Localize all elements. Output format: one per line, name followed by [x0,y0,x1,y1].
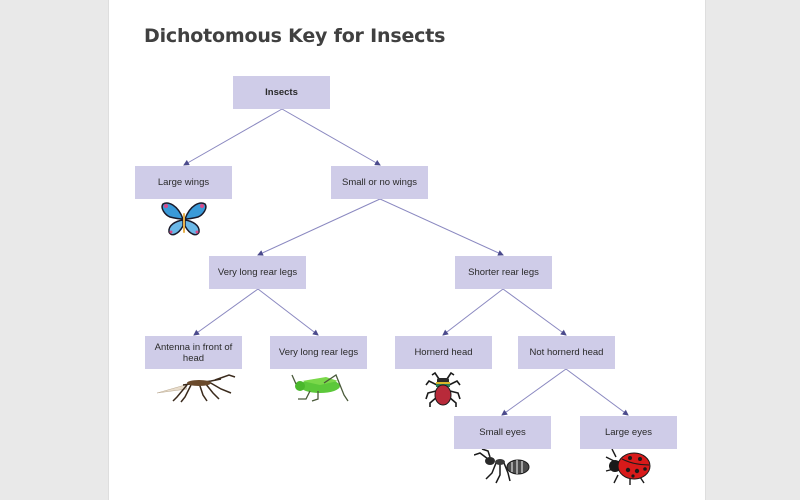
butterfly-icon [161,202,207,236]
node-label: Small eyes [479,427,526,438]
node-label: Small or no wings [342,177,417,188]
node-antenna-in-front-of-head: Antenna in front of head [145,336,242,369]
node-shorter-rear-legs: Shorter rear legs [455,256,552,289]
ladybug-icon [605,449,651,485]
node-hornerd-head: Hornerd head [395,336,492,369]
node-label: Hornerd head [414,347,473,358]
node-small-eyes: Small eyes [454,416,551,449]
node-insects: Insects [233,76,330,109]
diagram-title: Dichotomous Key for Insects [144,25,446,47]
stag-beetle-icon [425,371,461,407]
node-very-long-rear-legs: Very long rear legs [209,256,306,289]
grasshopper-icon [291,374,349,402]
node-label: Very long rear legs [217,267,298,278]
node-label: Large eyes [604,427,652,438]
node-label: Insects [265,87,298,98]
node-label: Very long rear legs [278,347,359,358]
node-label: Large wings [157,177,210,188]
node-label: Antenna in front of head [154,341,233,364]
ant-icon [474,449,530,484]
mosquito-icon [156,374,236,403]
node-large-eyes: Large eyes [580,416,677,449]
node-label: Not hornerd head [529,347,604,358]
node-small-or-no-wings: Small or no wings [331,166,428,199]
node-large-wings: Large wings [135,166,232,199]
node-label: Shorter rear legs [468,267,539,278]
node-not-hornerd-head: Not hornerd head [518,336,615,369]
node-very-long-rear-legs-2: Very long rear legs [270,336,367,369]
